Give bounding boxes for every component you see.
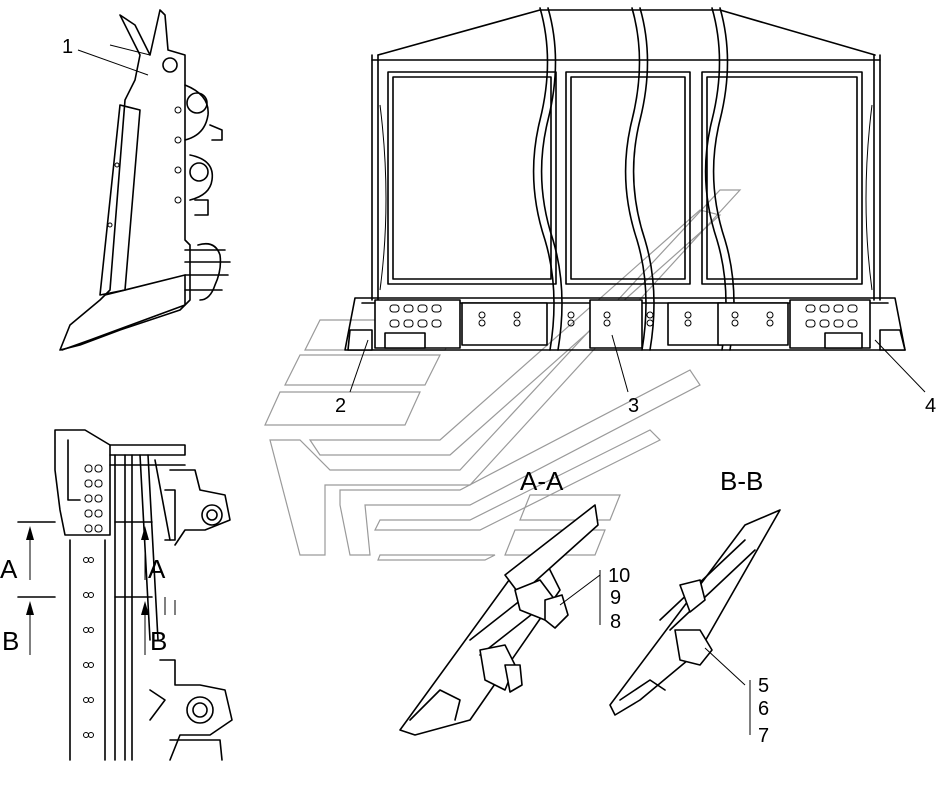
callout-3: 3 xyxy=(628,395,639,417)
section-title-bb: B-B xyxy=(720,466,763,496)
view-mark-b-right: B xyxy=(150,626,167,656)
view-mark-a-left: A xyxy=(0,554,18,584)
callout-2: 2 xyxy=(335,395,346,417)
callout-7: 7 xyxy=(758,725,769,747)
section-title-aa: A-A xyxy=(520,466,564,496)
section-bb-detail xyxy=(609,509,781,716)
view-mark-b-left: B xyxy=(2,626,19,656)
blade-section-view xyxy=(17,429,233,761)
callout-5: 5 xyxy=(758,675,769,697)
background-chevron-logo xyxy=(264,189,742,561)
callout-1: 1 xyxy=(62,36,73,58)
callout-6: 6 xyxy=(758,698,769,720)
blade-side-view xyxy=(59,9,231,351)
section-aa-detail xyxy=(399,504,601,736)
callout-9: 9 xyxy=(610,587,621,609)
view-mark-a-right: A xyxy=(148,554,166,584)
leader-lines-front xyxy=(349,334,926,393)
callout-4: 4 xyxy=(925,395,936,417)
blade-front-view xyxy=(344,7,906,351)
callout-8: 8 xyxy=(610,611,621,633)
callout-10: 10 xyxy=(608,565,630,587)
leader-line-1 xyxy=(77,49,149,76)
